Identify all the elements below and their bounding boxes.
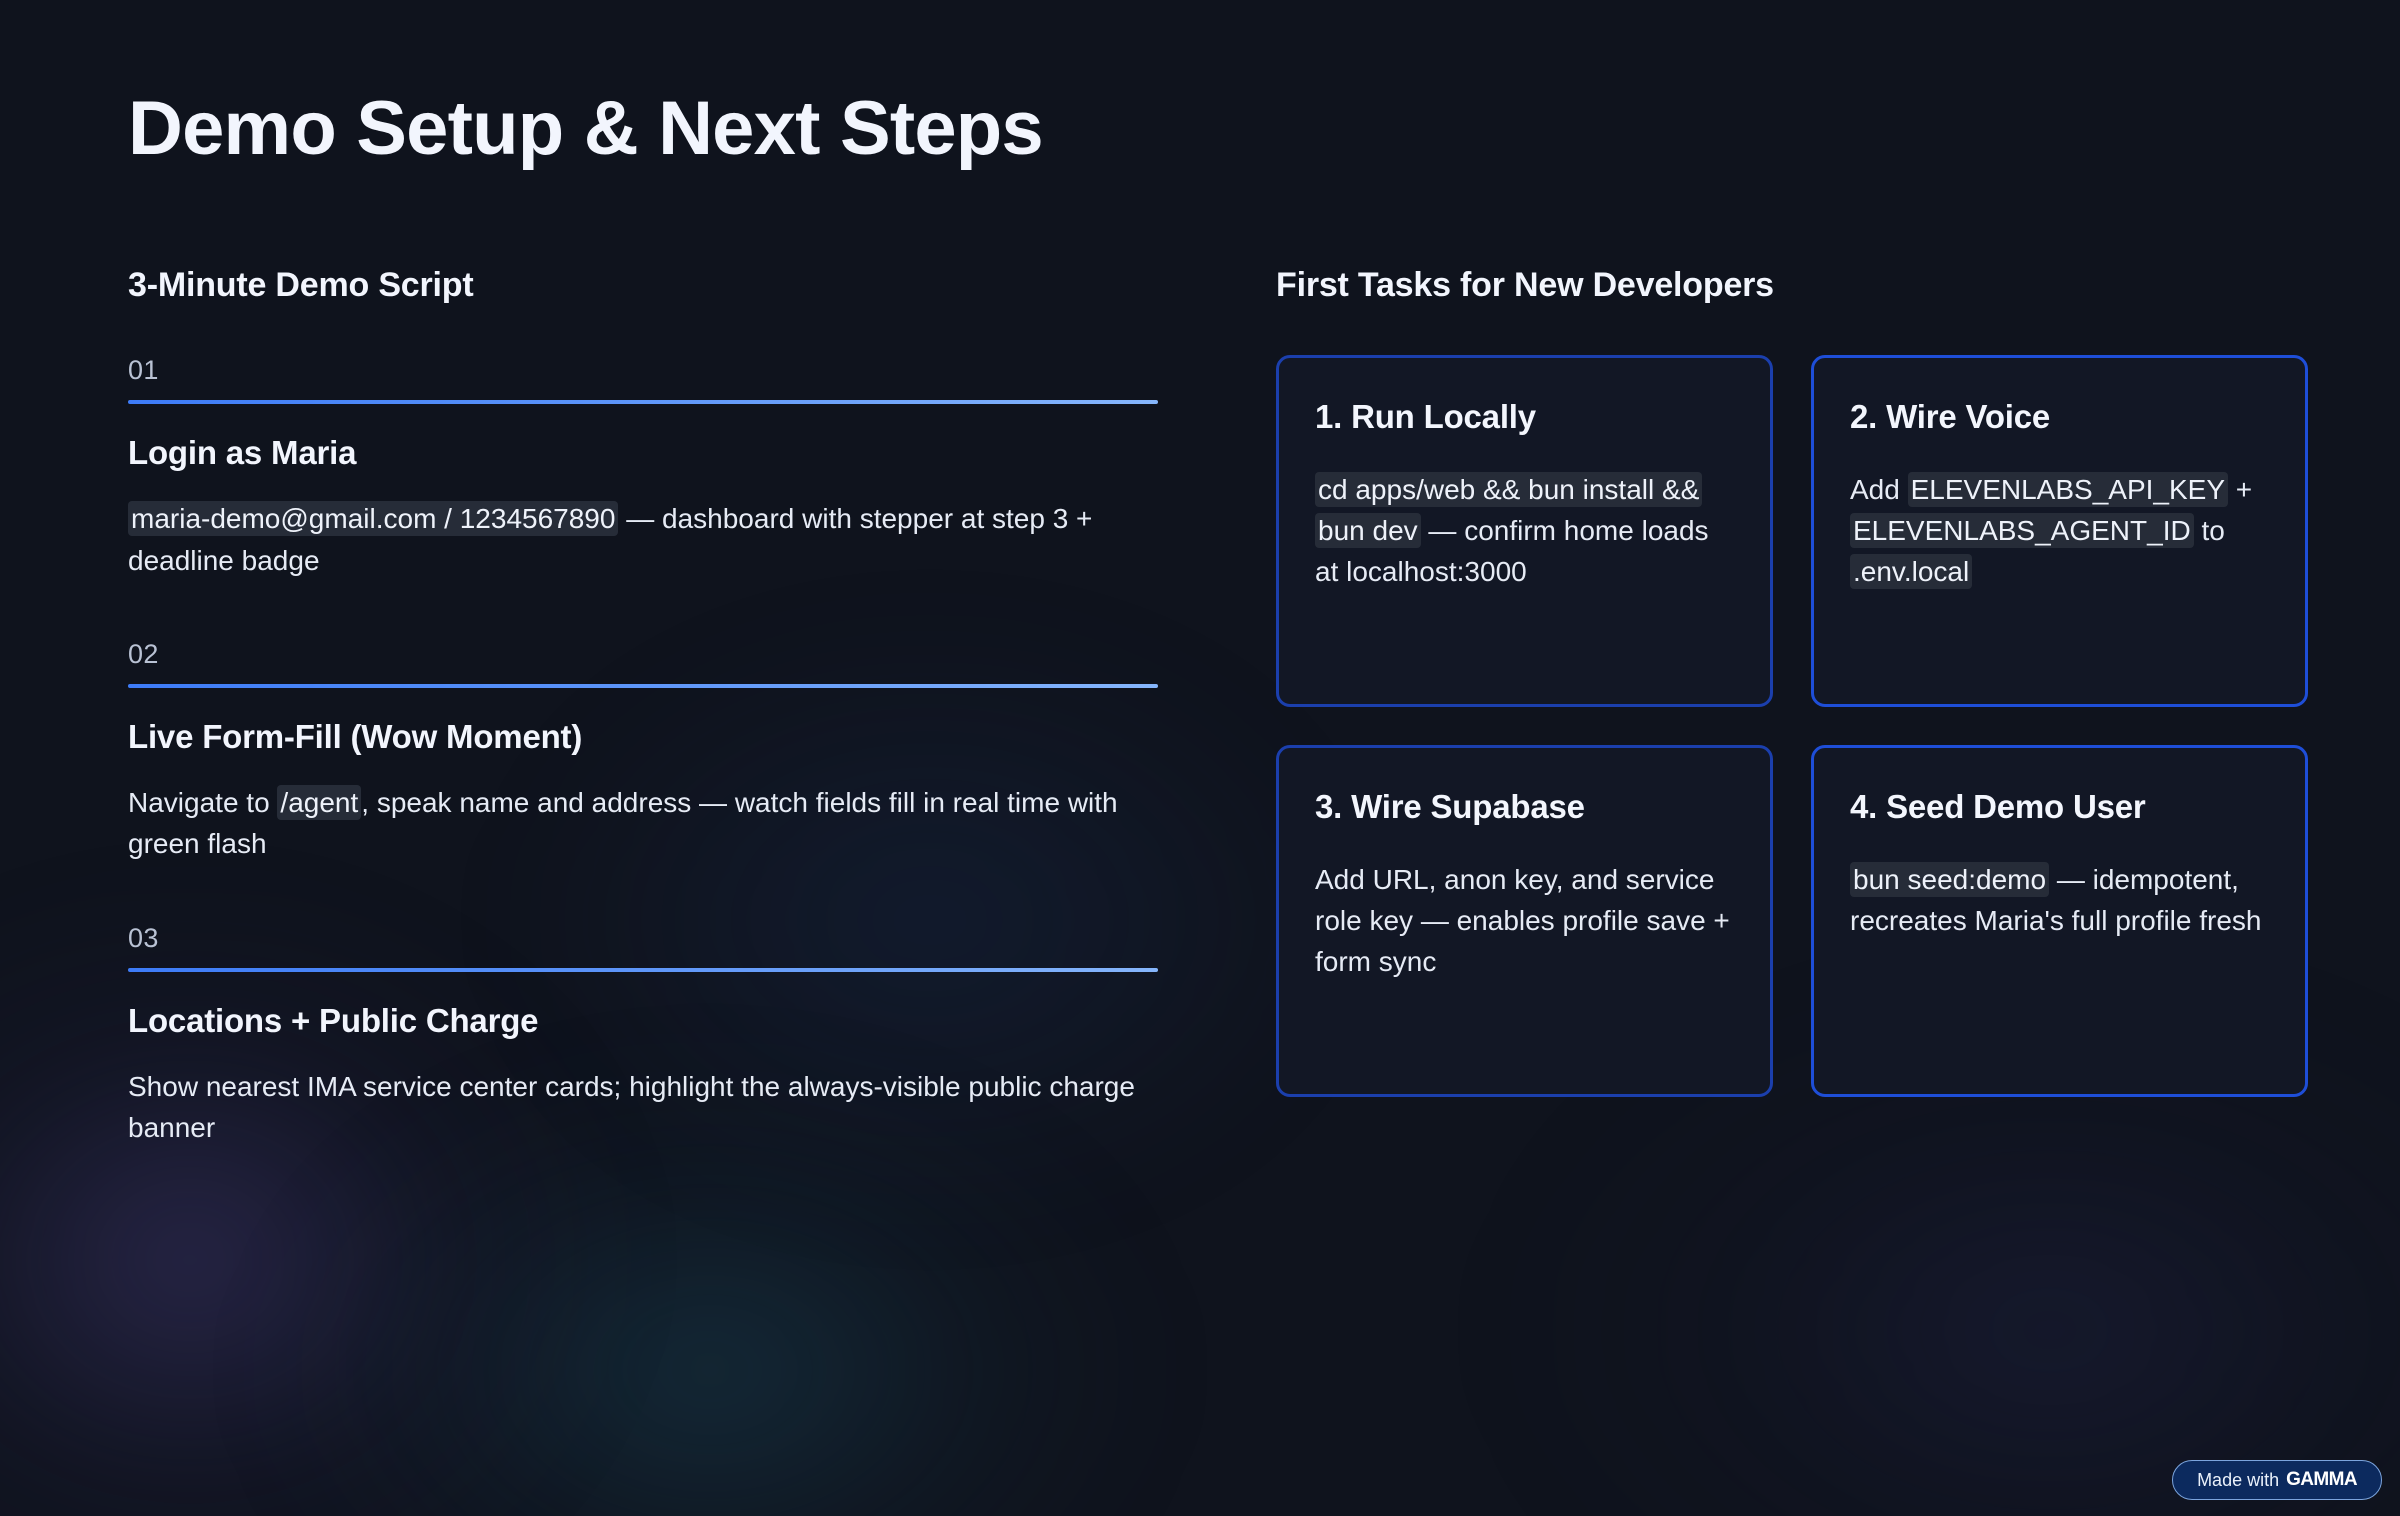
step-title: Live Form-Fill (Wow Moment) (128, 717, 583, 755)
badge-prefix-label: Made with (2197, 1469, 2280, 1490)
step-description: Navigate to /agent, speak name and addre… (128, 784, 1118, 860)
task-card-description: bun seed:demo — idempotent, recreates Ma… (1850, 862, 2262, 936)
task-card-description: Add URL, anon key, and service role key … (1315, 864, 1730, 977)
task-card[interactable]: 1. Run Locally cd apps/web && bun install… (1276, 355, 1773, 708)
task-card-description: Add ELEVENLABS_API_KEY + ELEVENLABS_AGEN… (1850, 472, 2253, 589)
task-card-grid: 1. Run Locally cd apps/web && bun install… (1276, 355, 2308, 1098)
task-card[interactable]: 4. Seed Demo User bun seed:demo — idempot… (1811, 745, 2308, 1098)
inline-code: .env.local (1850, 553, 1973, 589)
step-title: Login as Maria (128, 434, 357, 472)
task-card-title: 1. Run Locally (1315, 398, 1536, 436)
gamma-wordmark: GAMMA (2286, 1469, 2357, 1490)
step-description: Show nearest IMA service center cards; h… (128, 1070, 1135, 1144)
task-card-title: 2. Wire Voice (1850, 398, 2051, 436)
step-title: Locations + Public Charge (128, 1001, 539, 1039)
inline-code: cd apps/web && bun install && bun dev (1315, 472, 1703, 548)
step-number: 01 (128, 355, 159, 386)
task-card-description: cd apps/web && bun install && bun dev — … (1315, 472, 1709, 587)
step-divider (128, 967, 1158, 972)
step-number: 02 (128, 638, 159, 669)
task-card-title: 4. Seed Demo User (1850, 788, 2146, 826)
first-tasks-column: First Tasks for New Developers 1. Run Lo… (1276, 266, 2308, 1098)
inline-code: ELEVENLABS_API_KEY (1907, 472, 2229, 508)
task-card-title: 3. Wire Supabase (1315, 788, 1585, 826)
inline-code: /agent (277, 784, 362, 820)
step-description: maria-demo@gmail.com / 1234567890 — dash… (128, 501, 1093, 576)
step-divider (128, 683, 1158, 688)
inline-code: maria-demo@gmail.com / 1234567890 (128, 501, 619, 537)
made-with-gamma-badge[interactable]: Made with GAMMA (2172, 1460, 2382, 1500)
step-number: 03 (128, 922, 159, 953)
step-divider (128, 400, 1158, 405)
page-title: Demo Setup & Next Steps (128, 86, 1044, 171)
demo-script-heading: 3-Minute Demo Script (128, 266, 474, 305)
inline-code: bun seed:demo (1850, 862, 2050, 898)
first-tasks-heading: First Tasks for New Developers (1276, 266, 1774, 305)
inline-code: ELEVENLABS_AGENT_ID (1850, 512, 2194, 548)
